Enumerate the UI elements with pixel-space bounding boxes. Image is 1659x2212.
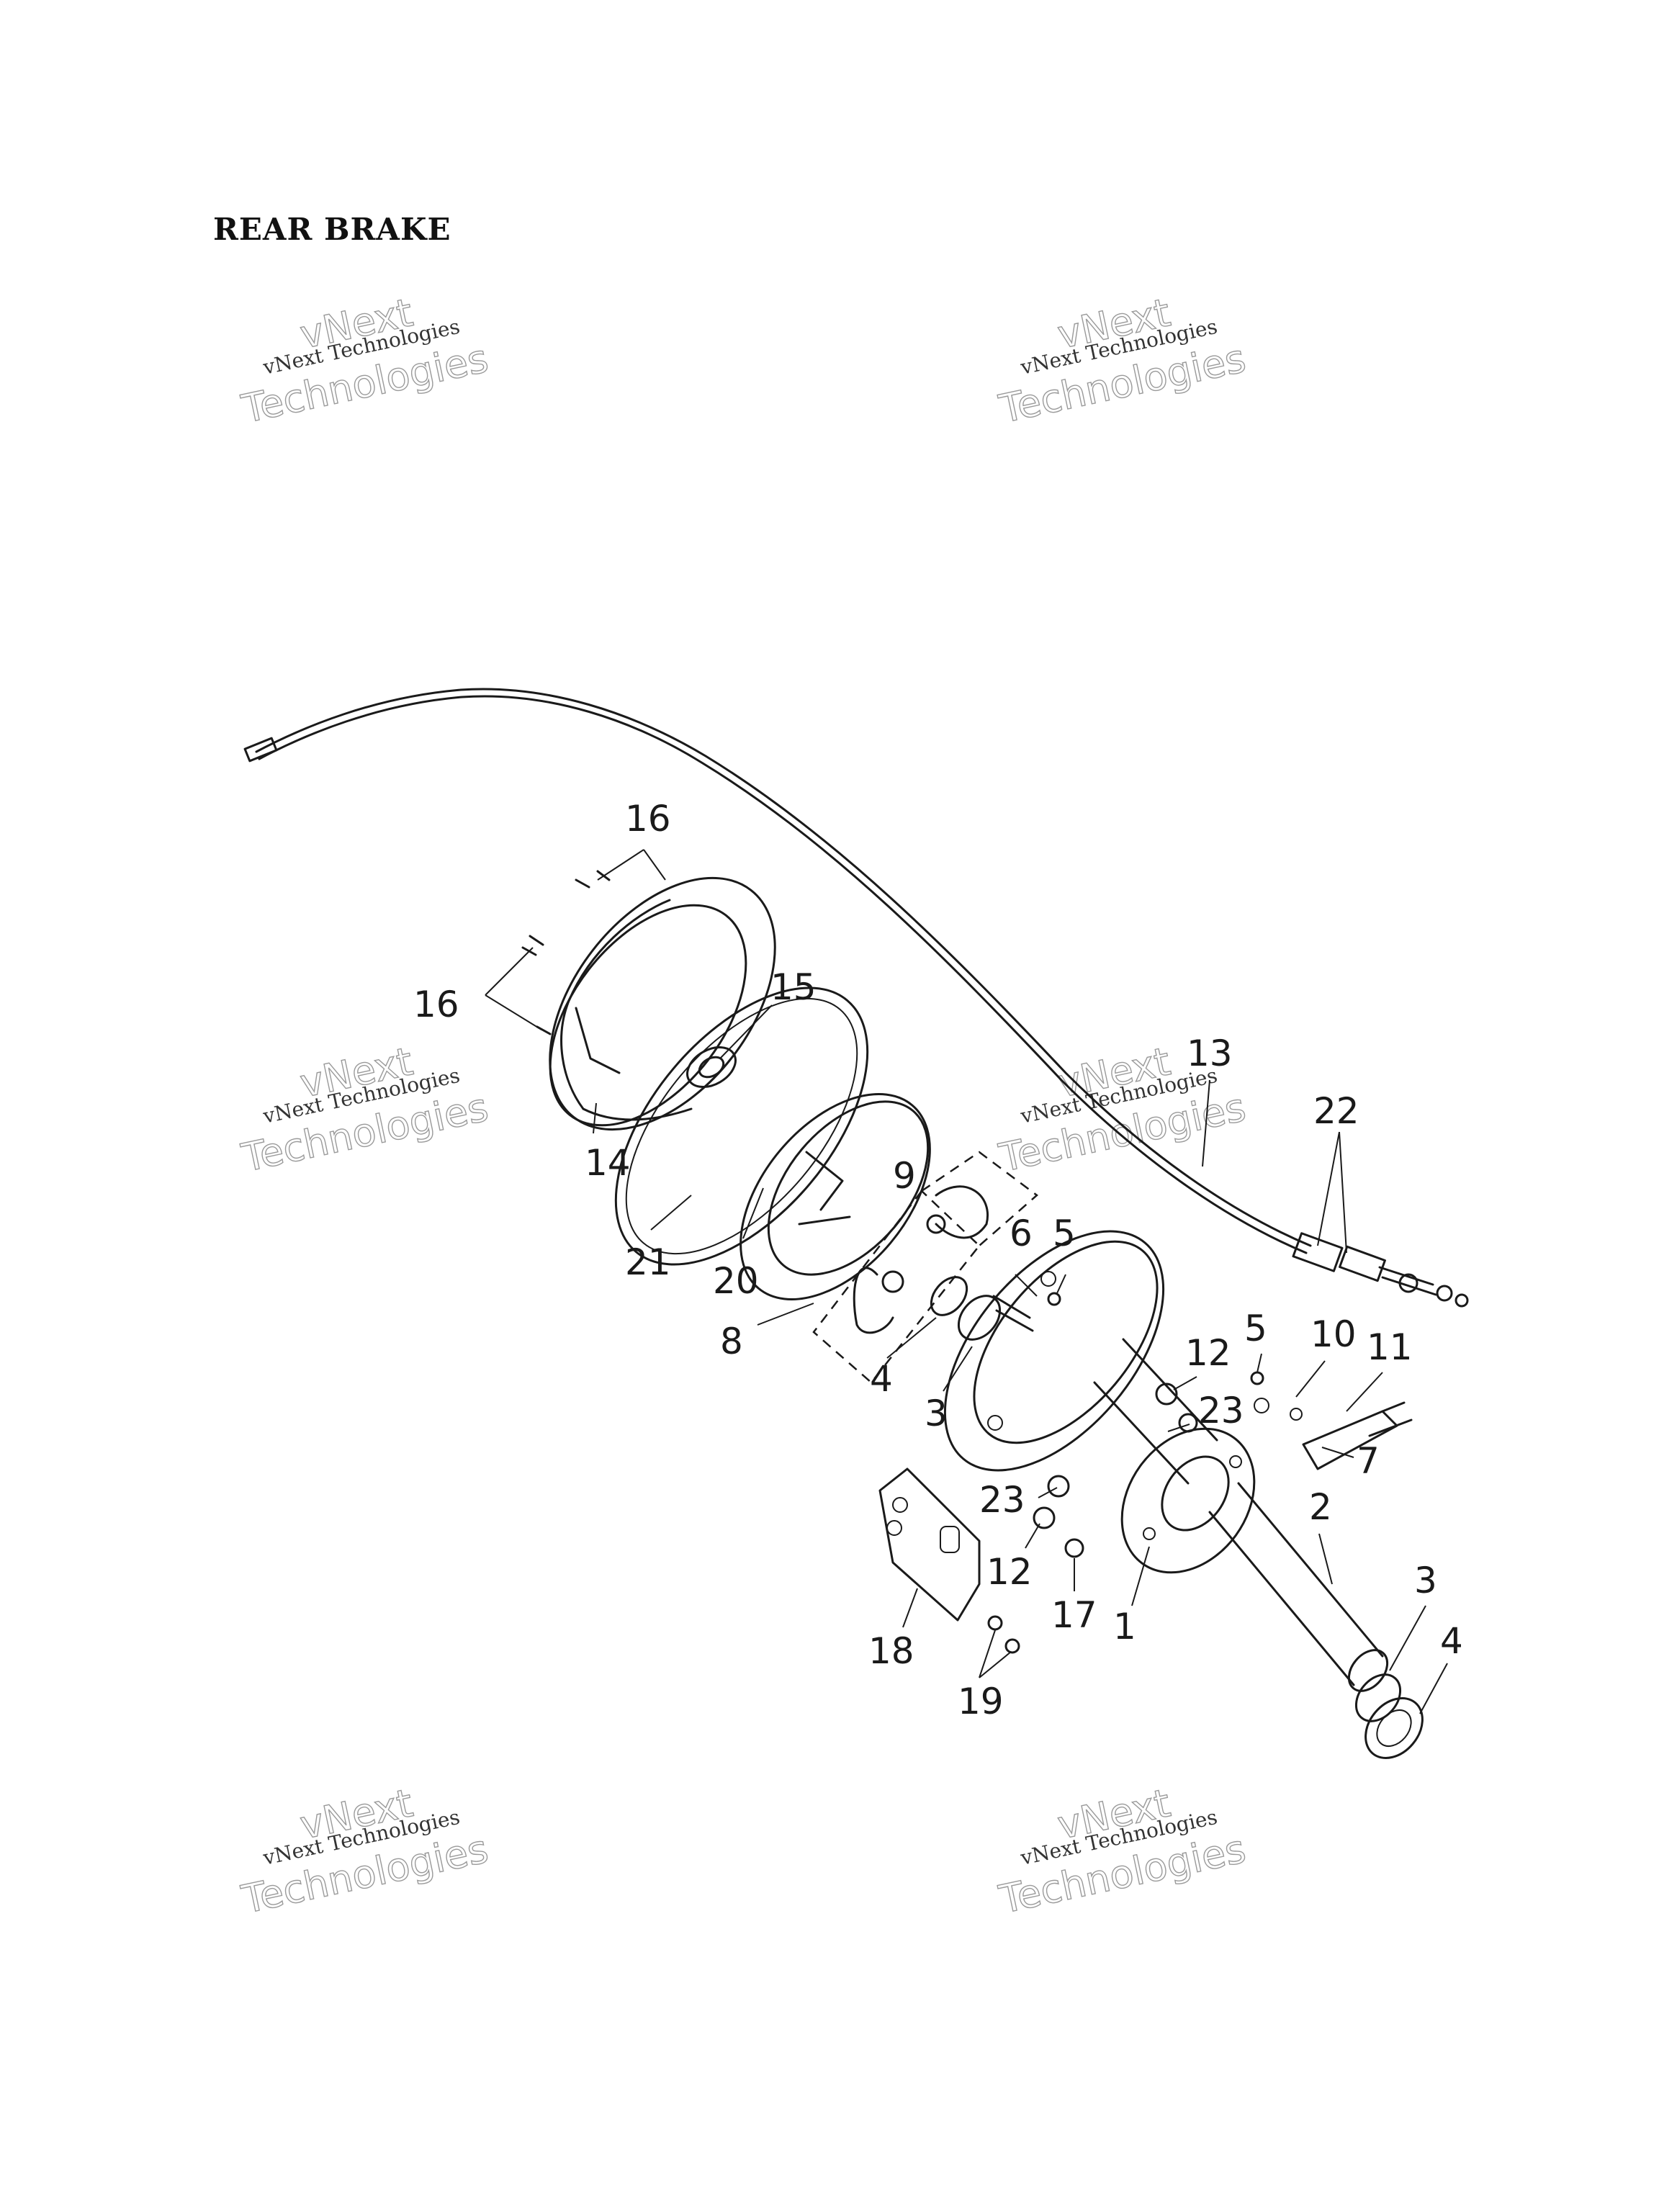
callout-label: 13	[1187, 1033, 1233, 1074]
gasket	[614, 986, 869, 1266]
callout-label: 20	[713, 1260, 759, 1302]
brake-drum	[739, 1093, 931, 1300]
watermark: vNext Technologies vNext Technologies	[237, 1038, 493, 1182]
callout-label: 1	[1113, 1606, 1136, 1647]
brake-shoe-kit	[812, 1151, 1038, 1384]
watermark: vNext Technologies vNext Technologies	[237, 1780, 493, 1923]
leader-lines	[485, 849, 1448, 1714]
callout-label: 5	[1244, 1308, 1267, 1349]
page-title: REAR BRAKE	[213, 212, 451, 247]
brake-cable	[243, 688, 1312, 1254]
axle-housing	[1093, 1338, 1256, 1574]
callout-label: 16	[625, 798, 671, 840]
callout-label: 5	[1053, 1213, 1076, 1254]
callout-label: 6	[1010, 1213, 1033, 1254]
cable-adjuster	[1292, 1232, 1469, 1308]
brake-drum-cover	[549, 876, 776, 1131]
callout-label: 23	[1198, 1390, 1244, 1431]
brake-panel	[943, 1230, 1165, 1472]
callout-label: 21	[625, 1241, 671, 1283]
bracket-bolts	[987, 1615, 1020, 1654]
callout-label: 22	[1313, 1090, 1359, 1132]
callout-label: 23	[979, 1479, 1025, 1521]
axle-washers	[1354, 1673, 1424, 1759]
callout-label: 3	[925, 1393, 948, 1434]
watermark: vNext Technologies vNext Technologies	[237, 289, 493, 433]
fasteners	[1033, 1292, 1264, 1558]
callout-labels: 16 16 15 14 21 20 9 6 5 8 4 3 13 22 12 5…	[413, 798, 1463, 1722]
callout-label: 15	[770, 966, 817, 1008]
oil-seal	[686, 1046, 737, 1088]
callout-label: 4	[1440, 1620, 1463, 1662]
bracket-plate	[878, 1467, 981, 1622]
callout-label: 2	[1309, 1486, 1332, 1528]
callout-label: 7	[1357, 1440, 1380, 1482]
callout-label: 11	[1367, 1326, 1413, 1368]
brake-cam	[930, 1276, 1034, 1341]
watermark: vNext Technologies vNext Technologies	[994, 289, 1250, 433]
brake-lever	[1254, 1398, 1413, 1470]
axle-shaft	[1208, 1482, 1389, 1692]
callout-label: 3	[1414, 1560, 1437, 1601]
callout-label: 10	[1310, 1313, 1357, 1355]
callout-label: 17	[1051, 1594, 1097, 1636]
callout-label: 8	[720, 1321, 743, 1362]
callout-label: 9	[893, 1155, 916, 1197]
callout-label: 16	[413, 984, 459, 1025]
callout-label: 14	[585, 1142, 631, 1184]
callout-label: 12	[986, 1551, 1033, 1593]
callout-label: 12	[1185, 1332, 1231, 1374]
watermark: vNext Technologies vNext Technologies	[994, 1780, 1250, 1923]
callout-label: 18	[868, 1630, 914, 1672]
callout-label: 19	[958, 1681, 1004, 1722]
callout-label: 4	[870, 1358, 893, 1400]
